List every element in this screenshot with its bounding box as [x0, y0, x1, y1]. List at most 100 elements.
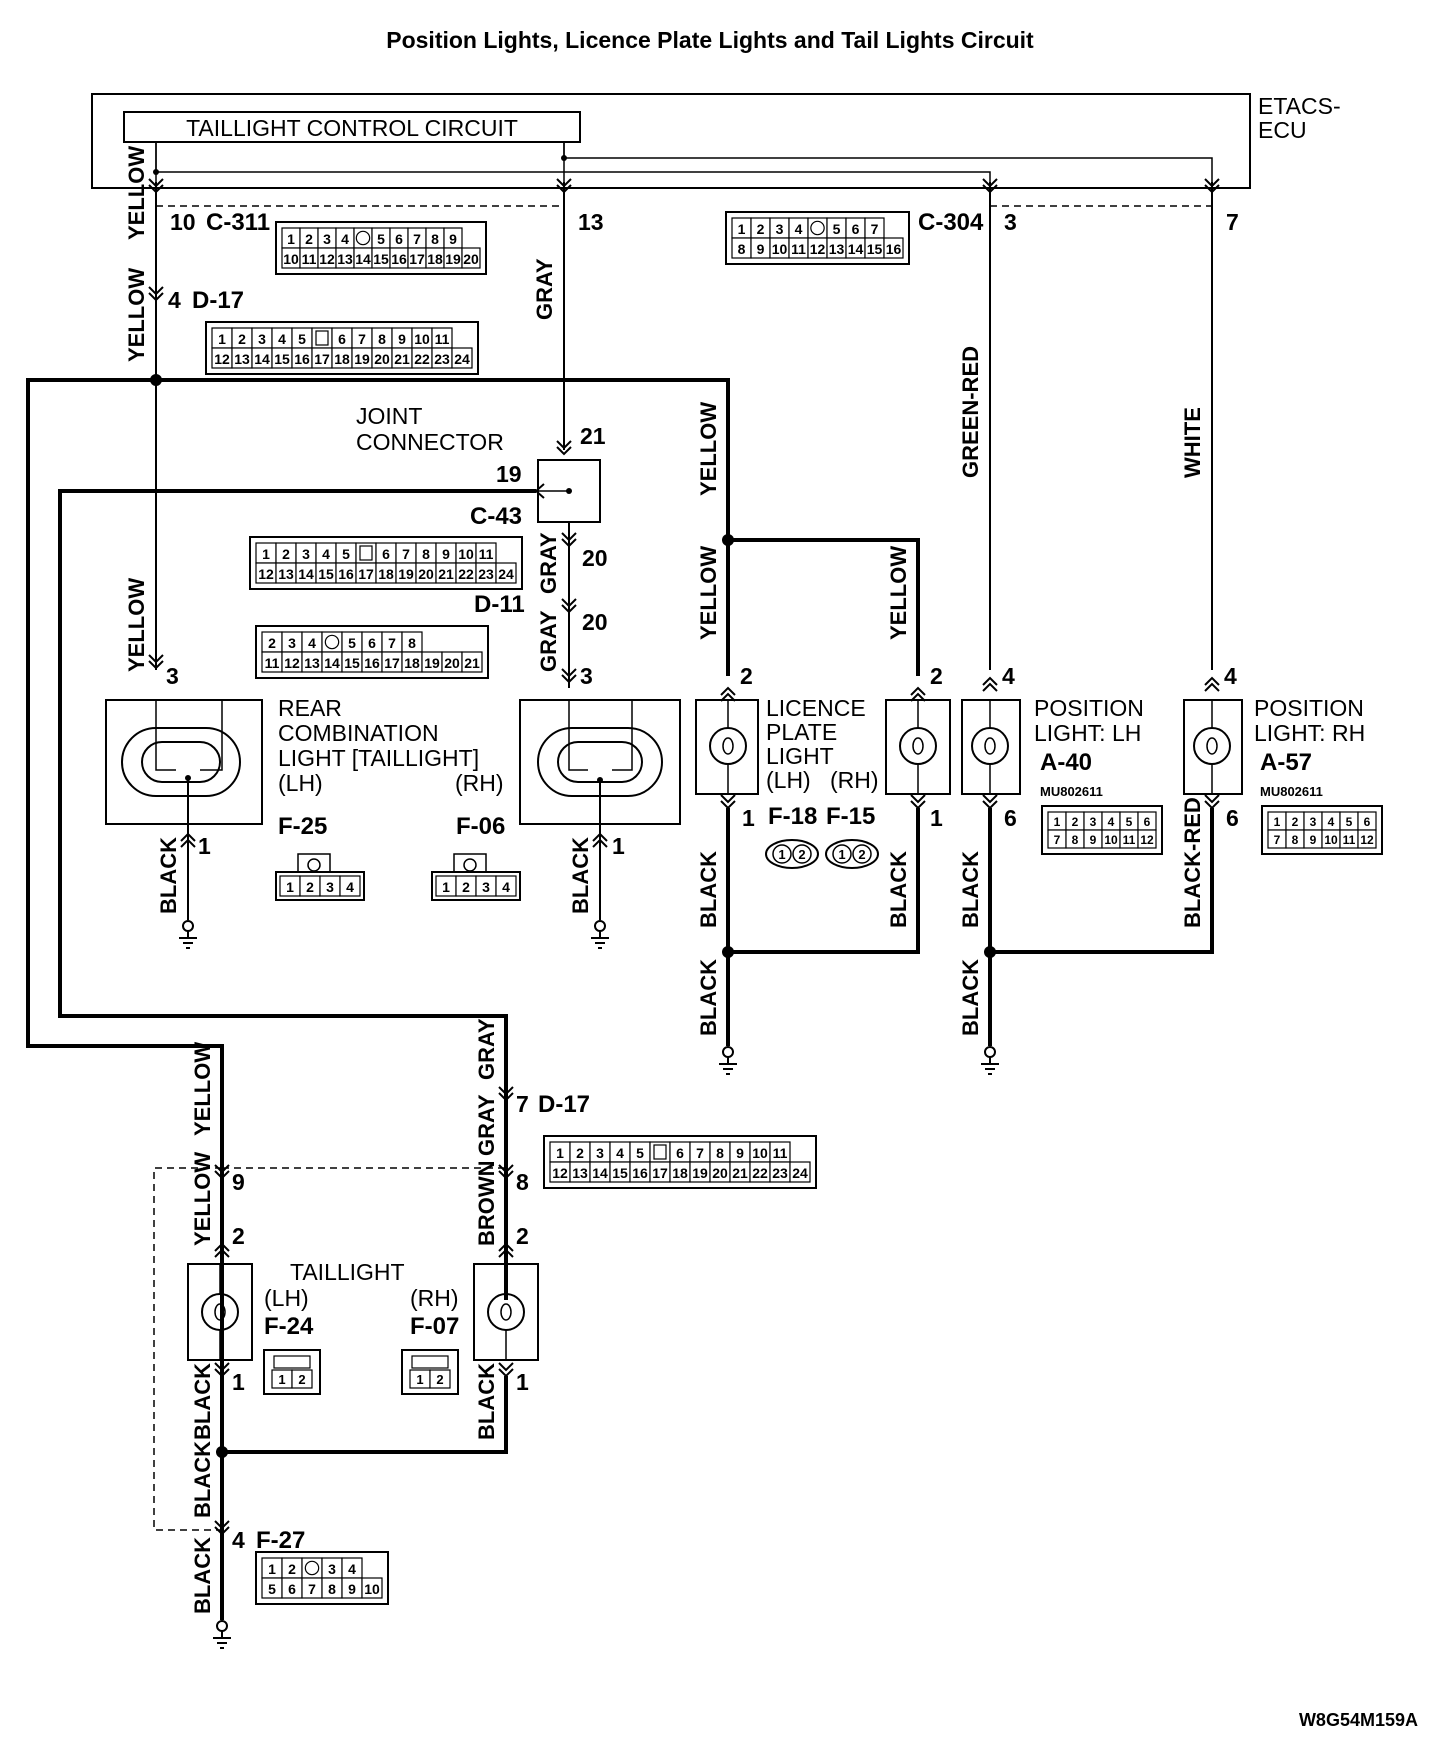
tl-label-lh: (LH): [264, 1285, 309, 1311]
connector-cell: 7: [871, 221, 879, 237]
connector-f06-label: F-06: [456, 813, 505, 840]
connector-cell: 21: [394, 351, 410, 367]
connector-cell: 12: [552, 1165, 568, 1181]
joint-connector-line1: JOINT: [356, 403, 422, 429]
connector-cell: 15: [867, 241, 883, 257]
connector-cell: 13: [234, 351, 250, 367]
rcl-label-line3: LIGHT [TAILLIGHT]: [278, 745, 479, 771]
wire-label-black-red: BLACK-RED: [1180, 797, 1205, 928]
wire-label-black-tl3: BLACK: [190, 1441, 215, 1518]
pin-jc-19: 19: [496, 461, 522, 487]
wire-label-black-tl1: BLACK: [190, 1363, 215, 1440]
connector-cell: 14: [592, 1165, 608, 1181]
connector-cell: 15: [318, 566, 334, 582]
wire-label-yellow-2: YELLOW: [124, 268, 149, 362]
connector-cell: 20: [374, 351, 390, 367]
connector-cell: 4: [308, 635, 316, 651]
connector-cell: 12: [214, 351, 230, 367]
wire-label-yellow-lp3: YELLOW: [886, 546, 911, 640]
pin-tl-lh-2: 2: [232, 1223, 245, 1249]
rcl-label-line1: REAR: [278, 695, 342, 721]
connector-cell: 14: [848, 241, 864, 257]
connector-f24-label: F-24: [264, 1313, 314, 1340]
connector-cell: 2: [238, 331, 246, 347]
connector-cell: 21: [464, 655, 480, 671]
connector-cell: 24: [498, 566, 514, 582]
connector-cell: 14: [355, 251, 371, 267]
connector-cell: 1: [268, 1561, 276, 1577]
connector-cell: 1: [556, 1145, 564, 1161]
rcl-label-line2: COMBINATION: [278, 720, 439, 746]
pin-lp-lh-1: 1: [742, 805, 755, 831]
connector-cell: 4: [341, 231, 349, 247]
connector-cell: 3: [288, 635, 296, 651]
connector-cell: 16: [632, 1165, 648, 1181]
rcl-label-lh: (LH): [278, 770, 323, 796]
connector-cell: 5: [636, 1145, 644, 1161]
connector-cell: 15: [612, 1165, 628, 1181]
connector-cell: 10: [752, 1145, 768, 1161]
connector-cell: 5: [1346, 815, 1353, 829]
connector-cell: 1: [838, 847, 845, 862]
connector-cell: 1: [416, 1372, 423, 1387]
connector-cell: 19: [354, 351, 370, 367]
connector-cell: 12: [284, 655, 300, 671]
connector-cell: 9: [449, 231, 457, 247]
pin-c304-7: 7: [1226, 209, 1239, 235]
connector-cell: 8: [328, 1581, 336, 1597]
connector-cell: 23: [478, 566, 494, 582]
connector-cell: 12: [258, 566, 274, 582]
rcl-label-rh: (RH): [455, 770, 504, 796]
connector-cell: 19: [398, 566, 414, 582]
connector-cell: 2: [858, 847, 865, 862]
joint-connector-line2: CONNECTOR: [356, 429, 504, 455]
connector-cell: 11: [265, 655, 280, 671]
connector-cell: 8: [431, 231, 439, 247]
connector-cell: 13: [337, 251, 353, 267]
connector-cell: 2: [1292, 815, 1299, 829]
connector-cell: 3: [482, 879, 490, 895]
connector-cell: 21: [732, 1165, 748, 1181]
connector-cell: 22: [458, 566, 474, 582]
connector-cell: 15: [344, 655, 360, 671]
connector-cell: 3: [596, 1145, 604, 1161]
pos-lh-code: A-40: [1040, 749, 1092, 776]
pin-f27-8: 8: [516, 1169, 529, 1195]
ecu-name-line1: ETACS-: [1258, 93, 1341, 119]
wire-label-black-rcl-rh: BLACK: [568, 837, 593, 914]
connector-cell: 10: [772, 241, 788, 257]
connector-cell: 16: [364, 655, 380, 671]
pin-lp-rh-2: 2: [930, 663, 943, 689]
connector-cell: 3: [302, 546, 310, 562]
connector-cell: 11: [791, 241, 806, 257]
lp-rh-bulb-icon: [899, 727, 937, 765]
lp-lh-bulb-icon: [709, 727, 747, 765]
connector-cell: 2: [436, 1372, 443, 1387]
connector-d17-bottom-label: D-17: [538, 1091, 590, 1118]
connector-cell: 8: [422, 546, 430, 562]
connector-f07-label: F-07: [410, 1313, 459, 1340]
connector-cell: 7: [413, 231, 421, 247]
pos-rh-bulb-icon: [1193, 727, 1231, 765]
pin-rcl-lh-3: 3: [166, 663, 179, 689]
connector-cell: 21: [438, 566, 454, 582]
pin-f27-4: 4: [232, 1527, 245, 1553]
connector-cell: 8: [408, 635, 416, 651]
connector-cell: 7: [402, 546, 410, 562]
connector-cell: 9: [348, 1581, 356, 1597]
pin-pos-rh-6: 6: [1226, 805, 1239, 831]
connector-cell: 11: [1343, 833, 1356, 847]
connector-cell: 4: [1328, 815, 1335, 829]
connector-cell: 6: [382, 546, 390, 562]
connector-cell: 14: [324, 655, 340, 671]
connector-cell: 9: [736, 1145, 744, 1161]
wire-label-yellow-lp1: YELLOW: [696, 402, 721, 496]
connector-cell: 17: [409, 251, 425, 267]
wire-label-gray-2: GRAY: [536, 532, 561, 594]
